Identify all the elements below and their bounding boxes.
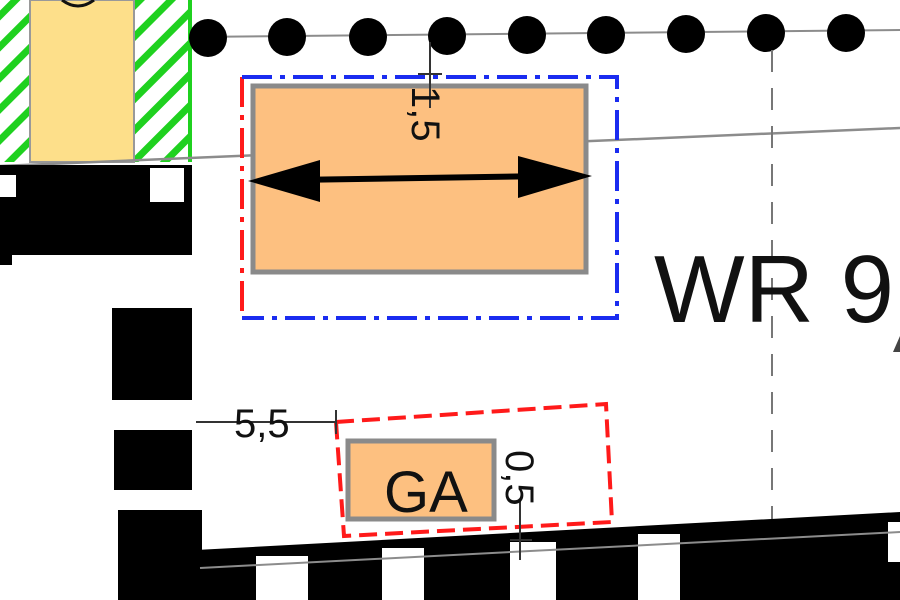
yellow-path-area	[29, 0, 135, 163]
green-area-hatched	[0, 0, 192, 163]
zone-label: WR 9	[654, 236, 894, 343]
dimension-top: 1,5	[403, 42, 447, 142]
dotted-boundary-top	[189, 14, 900, 57]
dimension-left-label: 5,5	[234, 402, 290, 446]
boundary-black-dashed	[0, 165, 900, 600]
ridge-direction-arrow	[248, 156, 592, 202]
building-envelope	[240, 75, 619, 320]
dimension-right-label: 0,5	[497, 450, 541, 506]
dimension-left: 5,5	[196, 402, 337, 446]
garage-building	[345, 438, 497, 522]
garage-label: GA	[384, 460, 468, 525]
bottom-arrow-marker	[648, 569, 678, 591]
dimension-right: 0,5	[497, 450, 541, 560]
dimension-top-label: 1,5	[403, 86, 447, 142]
